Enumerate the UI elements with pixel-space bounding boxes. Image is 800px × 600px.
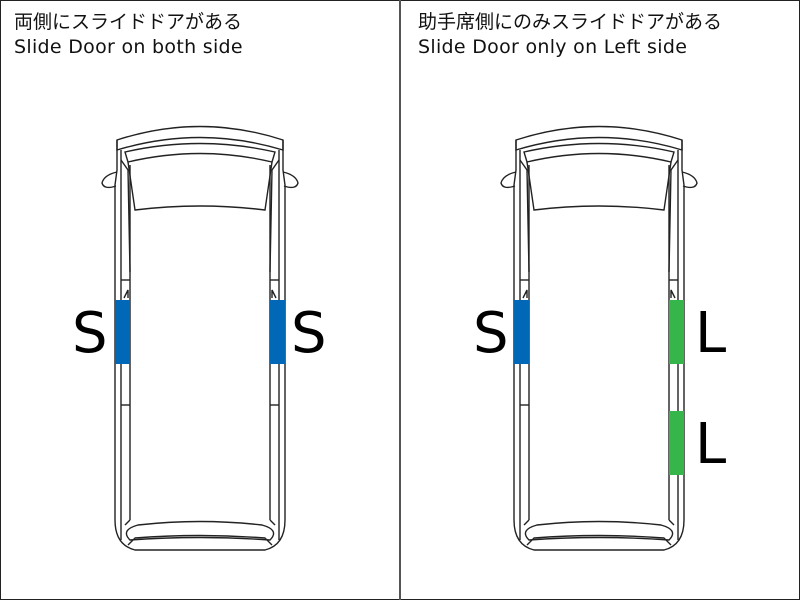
panel-left-only: 助手席側にのみスライドドアがある Slide Door only on Left…	[401, 0, 800, 600]
slide-door-right	[270, 300, 285, 364]
panel-both-side: 両側にスライドドアがある Slide Door on both side	[0, 0, 399, 600]
slide-door-left	[115, 300, 130, 364]
door-label-right-rear: L	[695, 412, 727, 477]
panel-divider	[399, 0, 401, 600]
door-label-right: S	[291, 301, 327, 366]
panel-title-jp: 助手席側にのみスライドドアがある	[418, 11, 723, 33]
lift-door-right-rear	[669, 411, 684, 475]
panel-title-jp: 両側にスライドドアがある	[14, 11, 243, 33]
door-label-left: S	[473, 301, 509, 366]
door-label-right-front: L	[695, 301, 727, 366]
panel-title-en: Slide Door on both side	[14, 36, 243, 58]
panel-title-en: Slide Door only on Left side	[418, 36, 688, 58]
door-label-left: S	[72, 301, 108, 366]
lift-door-right-front	[669, 300, 684, 364]
van-top-view	[101, 125, 299, 551]
slide-door-left	[514, 300, 529, 364]
van-top-view	[500, 125, 698, 551]
